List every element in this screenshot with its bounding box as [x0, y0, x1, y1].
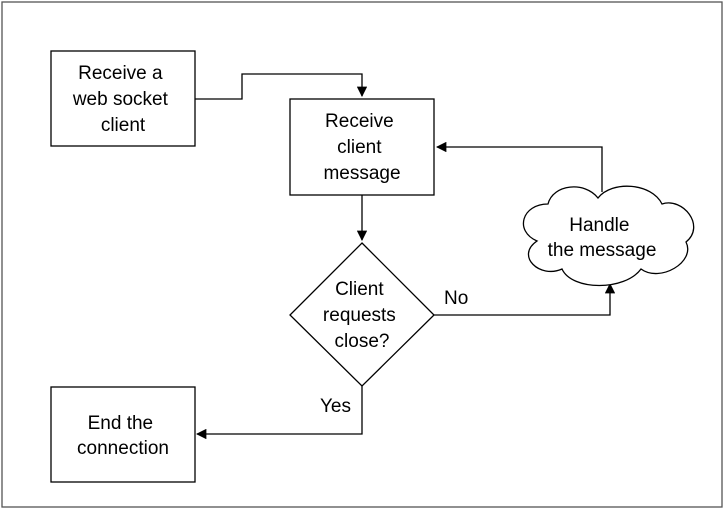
- edge-handle-to-message: [435, 141, 603, 192]
- cloud-shape: [522, 185, 695, 287]
- node-decision: Client requests close?: [289, 242, 435, 387]
- node-handle-message: Handle the message: [522, 185, 695, 287]
- edge-decision-no: [434, 282, 616, 316]
- edge-label-no: No: [444, 288, 468, 309]
- node-handle-message-label: Handle the message: [548, 215, 657, 261]
- node-end-connection-label: End the connection: [77, 413, 169, 459]
- node-receive-message-label: Receive client message: [323, 111, 400, 184]
- node-decision-label: Client requests close?: [323, 279, 401, 352]
- node-receive-message: Receive client message: [289, 98, 435, 196]
- edge-decision-yes: [195, 386, 363, 440]
- edge-receive-client-to-message: [195, 73, 368, 100]
- node-receive-client-label: Receive a web socket client: [72, 63, 173, 136]
- edge-label-yes: Yes: [320, 396, 351, 417]
- node-receive-client: Receive a web socket client: [50, 50, 196, 147]
- node-end-connection: End the connection: [50, 386, 196, 483]
